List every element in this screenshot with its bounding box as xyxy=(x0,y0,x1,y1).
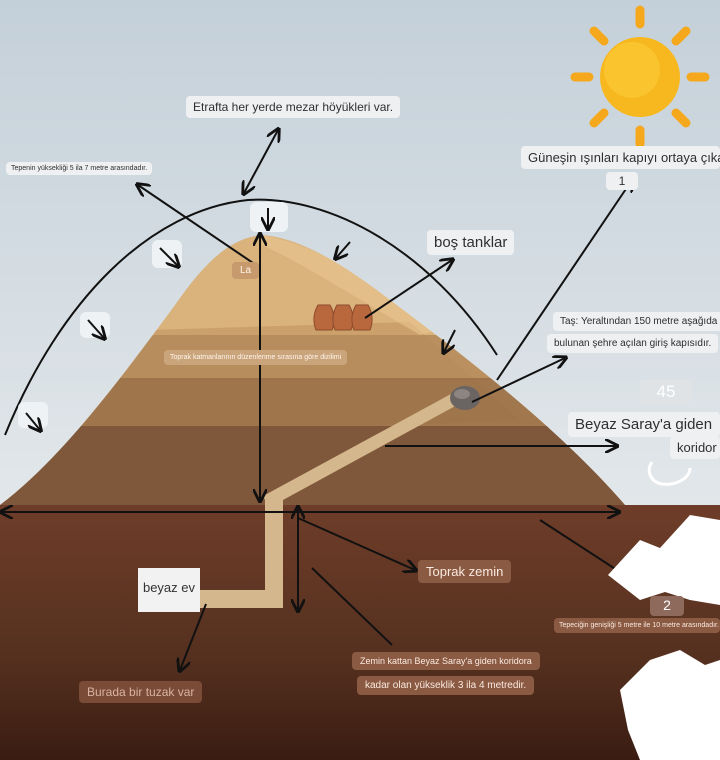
number-45-badge: 45 xyxy=(640,380,692,404)
soil-layers-label: Toprak katmanlarının düzenlenme sırasına… xyxy=(164,350,348,365)
arc-line xyxy=(4,198,498,436)
jars-icon xyxy=(313,304,373,331)
trap-label: Burada bir tuzak var xyxy=(79,681,203,703)
hill-height-label: Tepenin yüksekliği 5 ila 7 metre arasınd… xyxy=(6,162,153,175)
empty-tanks-label: boş tanklar xyxy=(427,230,515,255)
tunnel xyxy=(198,388,470,608)
floor-height-line2: kadar olan yükseklik 3 ila 4 metredir. xyxy=(357,676,535,695)
corridor-label-line1: Beyaz Saray'a giden xyxy=(568,412,720,437)
sun-number-badge: 1 xyxy=(606,172,638,190)
white-house xyxy=(138,568,200,612)
white-house-label: beyaz ev xyxy=(142,580,196,595)
number-2-badge: 2 xyxy=(650,596,684,616)
stone-icon xyxy=(450,386,480,410)
floor-height-line1: Zemin kattan Beyaz Saray'a giden koridor… xyxy=(352,652,540,670)
cutout-shapes xyxy=(608,515,720,760)
soil-ground-label: Toprak zemin xyxy=(418,560,512,583)
hill-width-label: Tepeciğin genişliği 5 metre ile 10 metre… xyxy=(554,618,720,633)
speech-bubble-icon xyxy=(647,461,692,486)
stone-label-line1: Taş: Yeraltından 150 metre aşağıda xyxy=(553,312,720,331)
sun-rays-label: Güneşin ışınları kapıyı ortaya çıkarır xyxy=(521,146,720,169)
mounds-label: Etrafta her yerde mezar höyükleri var. xyxy=(186,96,401,118)
la-label: La xyxy=(232,262,260,279)
stone-label-line2: bulunan şehre açılan giriş kapısıdır. xyxy=(547,334,719,353)
sun-icon xyxy=(570,5,710,149)
corridor-label-line2: koridor xyxy=(670,436,720,459)
